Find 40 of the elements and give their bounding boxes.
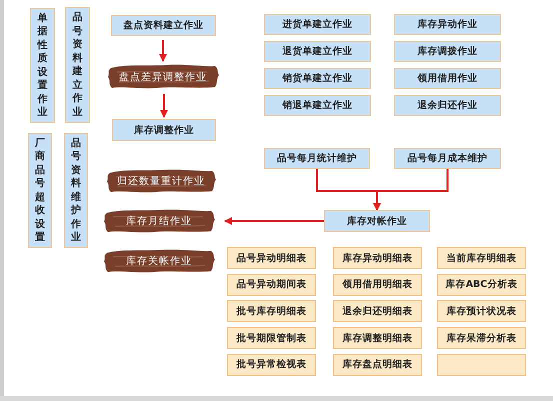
vertical-box: 单据性质设置作业 (30, 8, 55, 123)
process-box: 进货单建立作业 (264, 14, 371, 35)
report-box: 品号异动期间表 (227, 274, 316, 296)
arrow (224, 217, 324, 225)
report-box: 品号异动明细表 (227, 247, 316, 269)
brush-stroke-box: 库存关帐作业 (103, 248, 215, 274)
report-box: 库存异动明细表 (333, 247, 422, 269)
process-box: 品号每月成本维护 (394, 148, 501, 169)
report-box: 库存ABC分析表 (437, 274, 526, 296)
report-box: 当前库存明细表 (437, 247, 526, 269)
vertical-box: 品号资料建立作业 (65, 7, 90, 123)
process-box: 领用借用作业 (394, 68, 501, 89)
report-box: 批号库存明细表 (227, 300, 316, 322)
report-box: 退余归还明细表 (333, 300, 422, 322)
arrow (159, 40, 167, 62)
brush-stroke-box: 归还数量重计作业 (106, 168, 216, 194)
process-box: 销退单建立作业 (264, 95, 371, 116)
brush-stroke-box: 库存月结作业 (103, 208, 215, 234)
arrow (160, 94, 168, 118)
process-box: 库存对帐作业 (324, 210, 430, 232)
report-box: 库存调整明细表 (333, 327, 422, 350)
report-box: 批号异常检视表 (227, 354, 316, 376)
report-box: 库存盘点明细表 (333, 354, 422, 376)
process-box: 销货单建立作业 (264, 68, 371, 89)
process-box: 品号每月统计维护 (264, 148, 370, 169)
report-box: 库存预计状况表 (437, 300, 526, 322)
process-box: 盘点资料建立作业 (111, 15, 216, 36)
process-box: 库存调整作业 (112, 119, 216, 141)
report-box: 库存呆滞分析表 (437, 327, 526, 350)
process-box: 退余归还作业 (394, 95, 501, 116)
vertical-box: 品号资料维护作业 (64, 133, 88, 248)
process-box: 库存调拨作业 (394, 41, 501, 62)
report-box: 领用借用明细表 (333, 274, 422, 296)
vertical-box: 厂商品号超收设置 (28, 133, 52, 248)
brush-stroke-box: 盘点差异调整作业 (107, 63, 219, 90)
arrow (373, 169, 448, 211)
process-box: 退货单建立作业 (264, 41, 371, 62)
report-box (437, 354, 526, 376)
report-box: 批号期限管制表 (227, 327, 316, 350)
process-box: 库存异动作业 (394, 14, 501, 35)
